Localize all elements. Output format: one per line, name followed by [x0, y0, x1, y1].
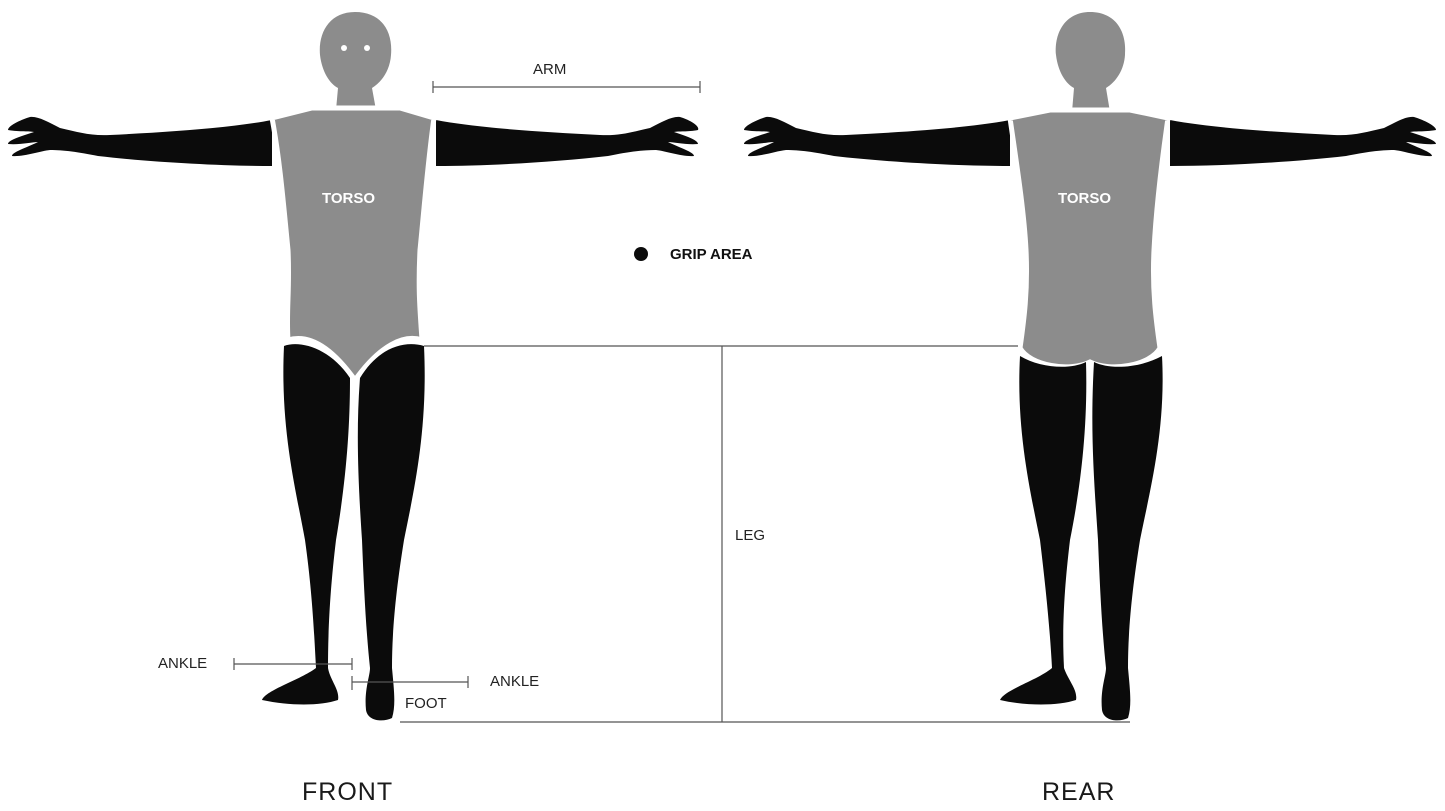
front-torso-label: TORSO — [322, 190, 375, 207]
front-figure — [8, 12, 698, 720]
ankle-right-label: ANKLE — [490, 673, 539, 690]
arm-label: ARM — [533, 61, 566, 78]
rear-left-arm — [744, 117, 1010, 166]
grip-area-label: GRIP AREA — [670, 246, 753, 263]
front-torso — [272, 108, 434, 380]
front-caption: FRONT — [302, 778, 393, 806]
leg-label: LEG — [735, 527, 765, 544]
front-right-eye — [364, 45, 370, 51]
rear-figure — [744, 12, 1436, 720]
rear-head — [1056, 12, 1125, 112]
ankle-left-label: ANKLE — [158, 655, 207, 672]
rear-right-arm — [1170, 117, 1436, 166]
front-left-leg — [262, 344, 350, 704]
front-left-eye — [341, 45, 347, 51]
rear-right-leg — [1092, 356, 1162, 720]
front-right-leg — [358, 344, 425, 720]
front-right-arm — [436, 117, 698, 166]
arm-dimension — [433, 81, 700, 93]
front-head — [320, 12, 391, 110]
front-left-arm — [8, 117, 272, 166]
rear-left-leg — [1000, 356, 1086, 705]
grip-area-marker-icon — [634, 247, 648, 261]
foot-label: FOOT — [405, 695, 447, 712]
ankle-left-dimension — [234, 658, 352, 670]
rear-torso — [1010, 110, 1168, 367]
rear-caption: REAR — [1042, 778, 1115, 806]
rear-torso-label: TORSO — [1058, 190, 1111, 207]
